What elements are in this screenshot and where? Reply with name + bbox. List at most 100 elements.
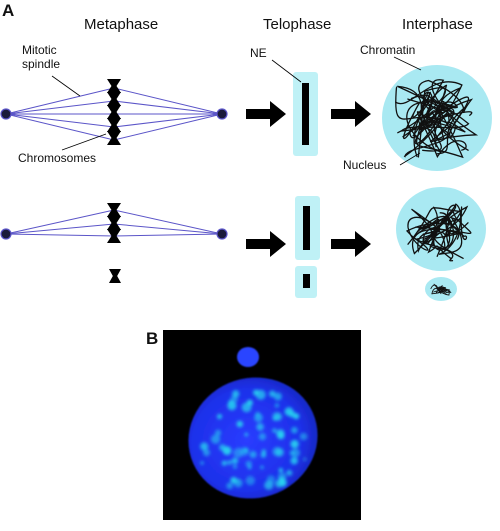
fluorescent-focus: [266, 475, 276, 484]
spindle-fiber: [113, 113, 223, 128]
chromatin-strand: [430, 284, 451, 296]
fluorescent-focus: [260, 465, 264, 469]
fluorescent-focus: [236, 420, 244, 428]
fluorescent-focus: [245, 460, 252, 468]
spindle-fiber: [5, 113, 115, 128]
fluorescent-focus: [284, 407, 294, 416]
fluorescent-focus: [286, 469, 293, 476]
fluorescent-focus: [216, 413, 223, 420]
fluorescent-focus: [233, 478, 243, 488]
fluorescent-focus: [247, 465, 252, 470]
fluorescent-focus: [303, 457, 307, 462]
main-nucleus-blob: [188, 377, 318, 499]
fluorescent-focus: [227, 460, 232, 465]
fluorescent-focus: [273, 392, 282, 401]
chromatin-strand: [395, 78, 479, 143]
fluorescent-focus: [231, 457, 239, 464]
fluorescent-focus: [246, 399, 253, 406]
fluorescent-focus: [200, 461, 204, 465]
phase-label-telophase: Telophase: [263, 16, 332, 33]
fluorescent-focus: [210, 434, 221, 444]
fluorescent-focus: [290, 439, 299, 449]
fluorescent-focus: [255, 389, 266, 400]
fluorescent-focus: [249, 450, 257, 459]
fluorescent-focus: [269, 390, 276, 398]
fluorescent-focus: [226, 482, 233, 490]
micronucleus: [425, 277, 457, 301]
micronucleus-blob: [237, 347, 259, 367]
fluorescent-focus: [274, 403, 280, 408]
fluorescent-focus: [256, 423, 264, 431]
fluorescent-focus: [290, 456, 299, 465]
telophase-nuclear-envelope-row1: [293, 72, 318, 156]
fluorescent-focus: [272, 412, 282, 421]
chromatin-strand: [413, 84, 466, 158]
chromatin-strand: [416, 215, 451, 257]
fluorescent-focus: [214, 429, 222, 436]
spindle-fiber: [113, 233, 223, 237]
fluorescent-focus: [228, 400, 233, 405]
fluorescent-focus: [291, 426, 298, 434]
spindle-pole-right: [216, 108, 228, 120]
arrow-metaphase-to-telophase-row1: [246, 101, 286, 127]
chromatin-tangle: [405, 203, 472, 262]
arrow-telophase-to-interphase-row2: [331, 231, 371, 257]
fluorescent-focus: [221, 460, 227, 466]
label-chromatin: Chromatin: [360, 43, 416, 57]
label-chromosomes: Chromosomes: [18, 151, 97, 165]
fluorescent-focus: [244, 432, 249, 437]
spindle-fiber: [5, 100, 115, 115]
chromosome: [107, 92, 121, 106]
chromatin-strand: [433, 283, 447, 294]
micronucleus-chromatin: [430, 283, 452, 296]
spindle-fiber: [5, 113, 115, 141]
spindle-fiber: [113, 113, 223, 141]
fluorescent-focus: [299, 432, 308, 441]
spindle-fiber: [5, 233, 115, 237]
fluorescent-focus: [254, 413, 263, 423]
spindle-fiber: [113, 223, 223, 235]
interphase-nucleus-row1: [382, 65, 492, 171]
chromatin-strand: [412, 203, 463, 256]
fluorescent-focus: [203, 449, 210, 457]
leader-lines: [51, 56, 422, 166]
label-mitotic-spindle: Mitotic spindle: [22, 43, 61, 71]
fluorescent-focus: [291, 448, 301, 458]
spindle-pole-left: [0, 108, 12, 120]
chromosome: [107, 203, 121, 217]
fluorescent-focus: [233, 447, 244, 458]
chromosome: [107, 118, 121, 132]
chromosome: [107, 105, 121, 119]
lagging-chromosome: [109, 269, 121, 283]
metaphase-cell-row2: [0, 203, 228, 283]
spindle-pole-right: [216, 228, 228, 240]
mitotic-spindle-fibers: [5, 87, 223, 141]
spindle-fiber: [5, 87, 115, 115]
fluorescent-focus: [276, 429, 285, 438]
chromosome: [107, 131, 121, 145]
spindle-fiber: [113, 209, 223, 235]
chromosome: [107, 79, 121, 93]
panel-a-letter: A: [2, 1, 15, 20]
spindle-fiber: [113, 100, 223, 115]
fluorescent-focus: [258, 432, 267, 441]
metaphase-cell-row1: [0, 79, 228, 145]
fluorescent-focus: [293, 413, 300, 420]
fluorescent-focus: [272, 446, 282, 457]
interphase-nucleus-row2: [396, 187, 486, 271]
label-ne: NE: [250, 46, 267, 60]
fluorescent-focus: [232, 464, 238, 469]
panel-b-letter: B: [146, 329, 159, 348]
spindle-fiber: [113, 87, 223, 115]
chromatin-strand: [399, 99, 470, 154]
mitotic-spindle-fibers: [5, 209, 223, 237]
spindle-pole-left: [0, 228, 12, 240]
chromatin-strand: [397, 87, 464, 159]
label-nucleus: Nucleus: [343, 158, 387, 172]
fluorescent-focus: [219, 444, 226, 451]
fluorescent-focus: [260, 452, 267, 458]
telophase-nuclear-envelope-row2: [295, 196, 320, 298]
chromosome: [109, 269, 121, 283]
fluorescent-focus: [278, 468, 283, 473]
